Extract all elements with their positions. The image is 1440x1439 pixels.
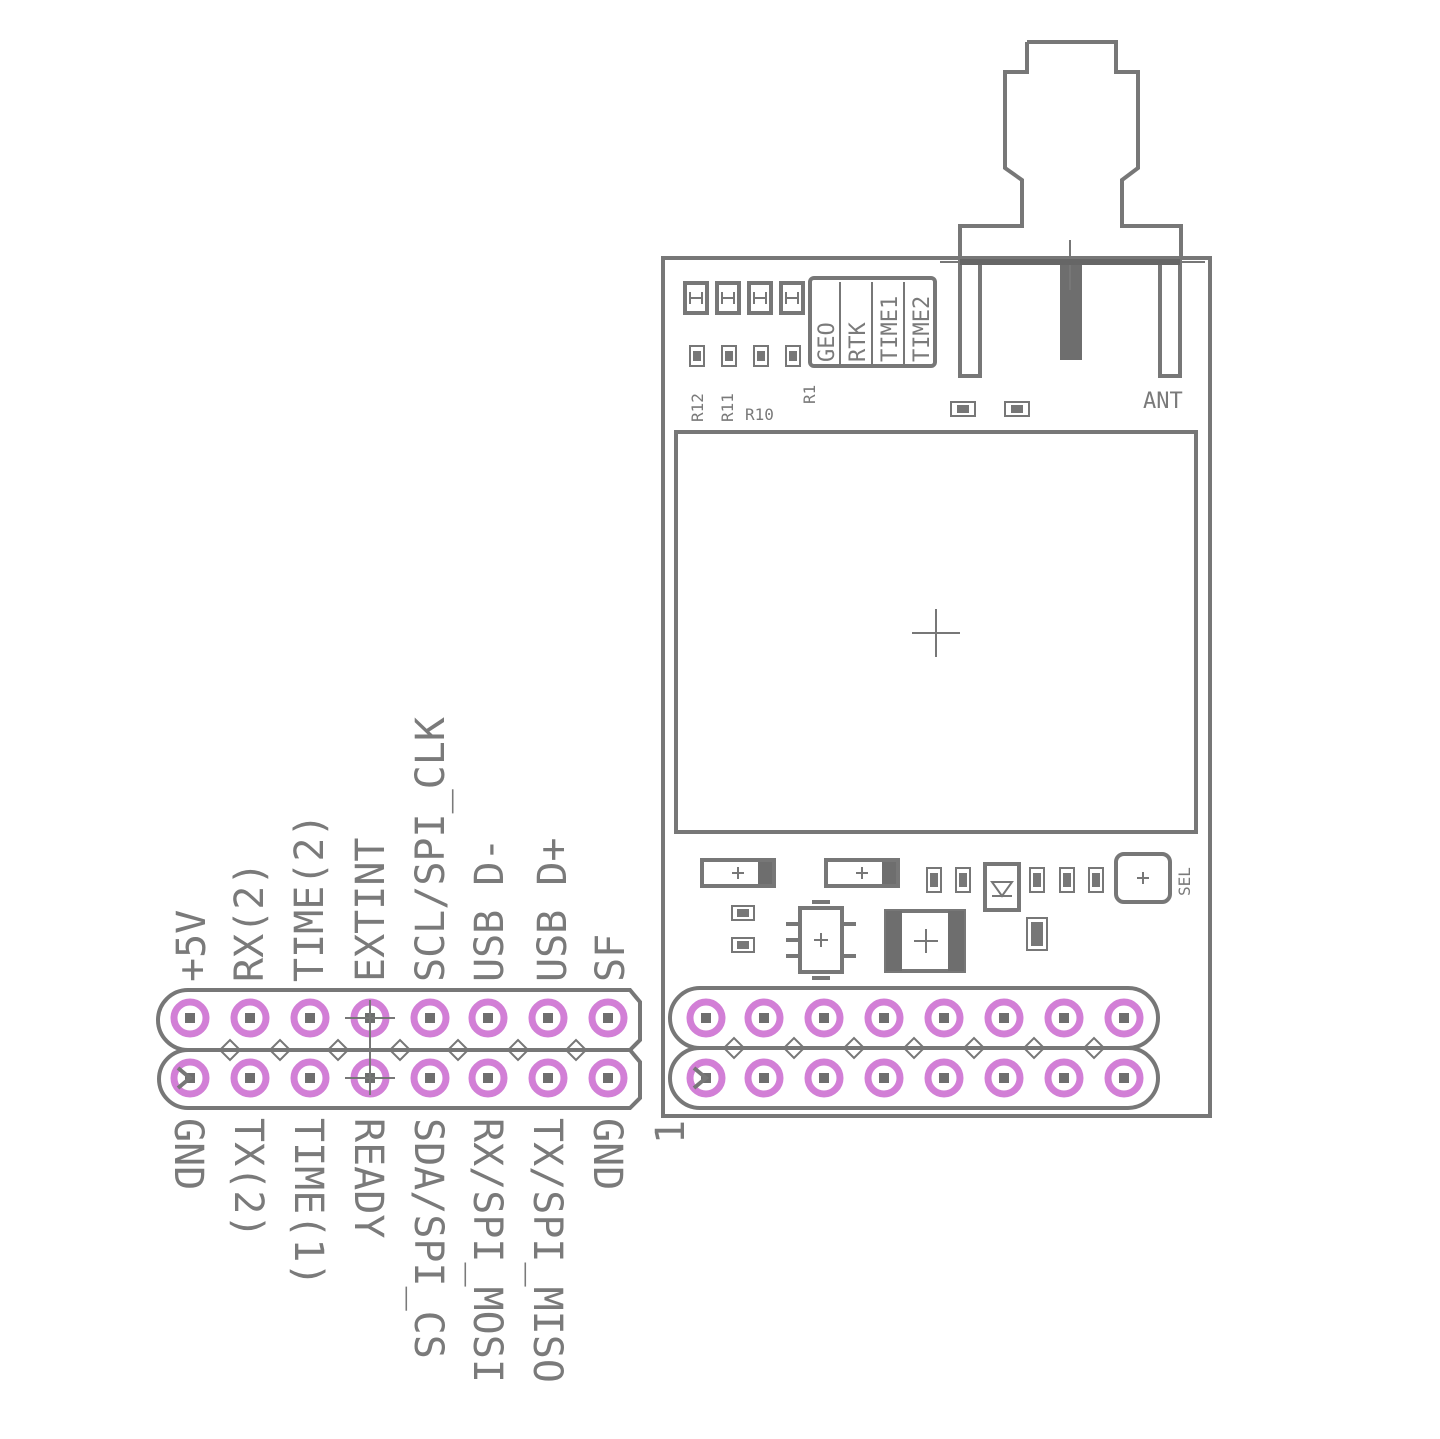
left-header-pads-bottom	[170, 1058, 628, 1098]
left-header-top-labels: +5V RX(2) TIME(2) EXTINT SCL/SPI_CLK USB…	[169, 717, 634, 982]
antenna-connector	[940, 40, 1205, 378]
board-header	[668, 986, 1160, 1110]
pin1-marker-board	[692, 1066, 710, 1090]
label-bottom-3: READY	[345, 1118, 391, 1238]
label-top-7: SF	[588, 934, 634, 982]
label-top-6: USB D+	[530, 838, 576, 983]
sel-label: SEL	[1175, 867, 1194, 896]
resistor-label-r1: R1	[800, 385, 819, 404]
led-label-box: GEO RTK TIME1 TIME2	[808, 276, 937, 368]
led-label-geo: GEO	[815, 322, 840, 362]
label-bottom-7: GND	[584, 1118, 630, 1190]
resistor-label-r12: R12	[688, 393, 707, 422]
left-header-pads-top	[170, 998, 628, 1038]
label-bottom-5: RX/SPI_MOSI	[464, 1118, 510, 1383]
left-header-bottom-labels: GND TX(2) TIME(1) READY SDA/SPI_CS RX/SP…	[165, 1118, 630, 1383]
led-label-time2: TIME2	[910, 296, 935, 362]
led-label-rtk: RTK	[846, 322, 871, 362]
label-bottom-0: GND	[165, 1118, 211, 1190]
label-bottom-2: TIME(1)	[285, 1118, 331, 1287]
pin1-marker-left	[176, 1066, 194, 1090]
led-label-time1: TIME1	[878, 296, 903, 362]
pin1-label: 1	[648, 1120, 694, 1144]
components: SEL	[700, 852, 1194, 980]
resistor-label-r10: R10	[745, 405, 774, 424]
board: ANT R12 R11 R10 R1	[648, 40, 1212, 1144]
label-top-3: EXTINT	[348, 838, 394, 983]
antenna-pads	[950, 401, 1030, 417]
label-bottom-6: TX/SPI_MISO	[524, 1118, 570, 1383]
label-bottom-4: SDA/SPI_CS	[405, 1118, 451, 1359]
resistors	[689, 345, 801, 367]
label-bottom-1: TX(2)	[225, 1118, 271, 1238]
label-top-5: USB D-	[467, 838, 513, 983]
resistor-label-r11: R11	[718, 393, 737, 422]
label-top-4: SCL/SPI_CLK	[408, 717, 454, 982]
origin-crosshair	[345, 1000, 395, 1095]
label-top-0: +5V	[169, 910, 215, 982]
leds	[683, 281, 805, 315]
board-outline	[661, 256, 1212, 1118]
gnss-module	[674, 430, 1198, 834]
sel-button	[1114, 852, 1172, 904]
ant-label: ANT	[1143, 389, 1183, 414]
left-header: +5V RX(2) TIME(2) EXTINT SCL/SPI_CLK USB…	[156, 717, 642, 1383]
resistor-labels: R12 R11 R10 R1	[688, 385, 819, 424]
left-header-diamonds	[218, 1038, 588, 1062]
label-top-1: RX(2)	[227, 862, 273, 982]
label-top-2: TIME(2)	[287, 813, 333, 982]
